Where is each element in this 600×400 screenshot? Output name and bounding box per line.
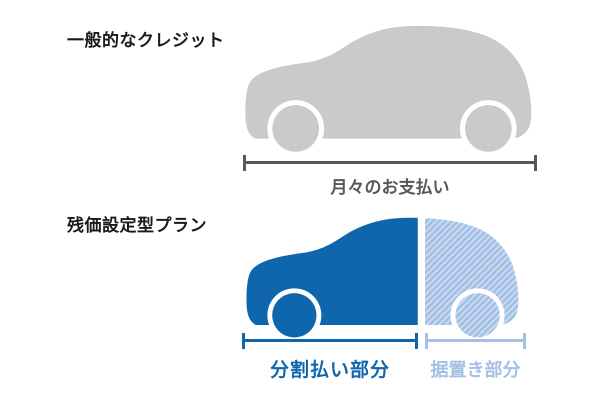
rear-wheel — [455, 293, 500, 338]
deferred-bracket — [425, 333, 526, 349]
split-car-silhouette-icon — [245, 216, 525, 351]
deferred-caption: 据置き部分 — [430, 360, 521, 380]
rear-wheel — [465, 105, 512, 152]
section-title-residual-plan: 残価設定型プラン — [67, 216, 207, 235]
monthly-payment-bracket — [243, 155, 537, 171]
front-wheel — [272, 105, 320, 152]
gray-car-silhouette-icon — [244, 24, 538, 166]
front-wheel — [272, 293, 317, 338]
installment-bracket — [242, 333, 418, 349]
monthly-payment-caption: 月々のお支払い — [330, 178, 450, 197]
installment-caption: 分割払い部分 — [269, 360, 390, 381]
section-title-general-credit: 一般的なクレジット — [67, 31, 225, 50]
